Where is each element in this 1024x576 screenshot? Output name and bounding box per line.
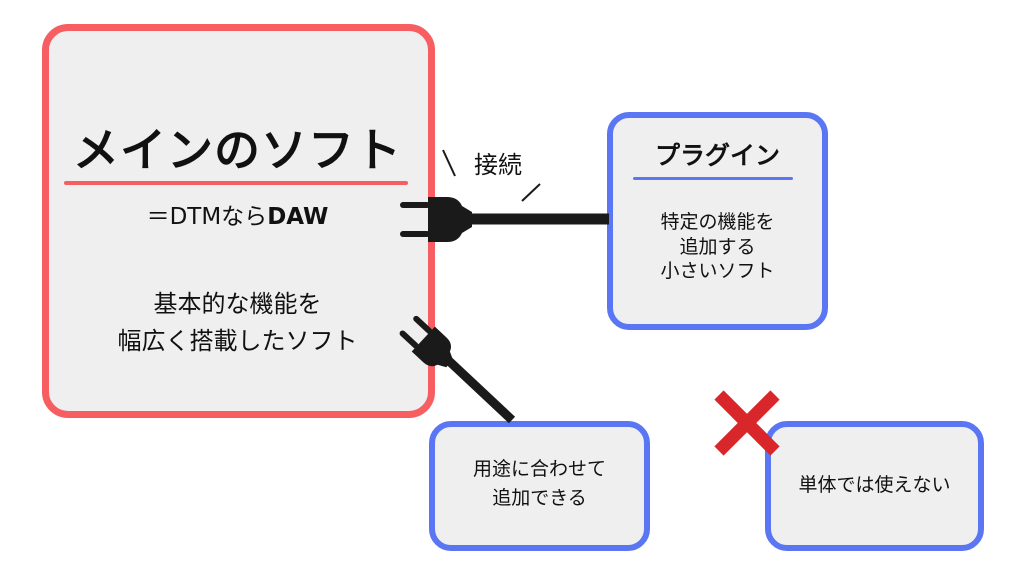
standalone-description: 単体では使えない [798,474,951,496]
plugin-desc-line: 小さいソフト [660,260,775,283]
connect-label: 接続 [474,151,522,179]
plugin-box [607,112,828,330]
main-software-box [42,24,435,418]
usage-line: 用途に合わせて [472,458,606,480]
plugin-title: プラグイン [654,141,780,170]
main-title: メインのソフト [73,123,402,177]
connect-slash-left [442,149,456,177]
connect-slash-right [521,183,541,202]
plugin-desc-line: 追加する [679,235,756,258]
plugin-description: 特定の機能を 追加する 小さいソフト [613,210,822,284]
main-subtitle-strong: DAW [267,204,329,230]
usage-line: 追加できる [492,486,587,509]
usage-description: 用途に合わせて 追加できる [435,455,644,512]
main-desc-line: 幅広く搭載したソフト [117,327,358,356]
main-description: 基本的な機能を 幅広く搭載したソフト [50,286,425,360]
plug-icon [399,315,454,368]
usage-box [429,421,650,551]
cable-to-usage [444,356,516,424]
plugin-desc-line: 特定の機能を [660,211,775,233]
main-title-underline [64,181,408,185]
main-subtitle-prefix: ＝DTMなら [146,204,268,230]
plug-icon [400,197,472,242]
cross-mark-icon [714,390,780,456]
standalone-box [765,421,984,551]
plugin-title-underline [633,177,793,180]
main-subtitle: ＝DTMならDAW [50,204,425,230]
main-desc-line: 基本的な機能を [153,290,322,318]
